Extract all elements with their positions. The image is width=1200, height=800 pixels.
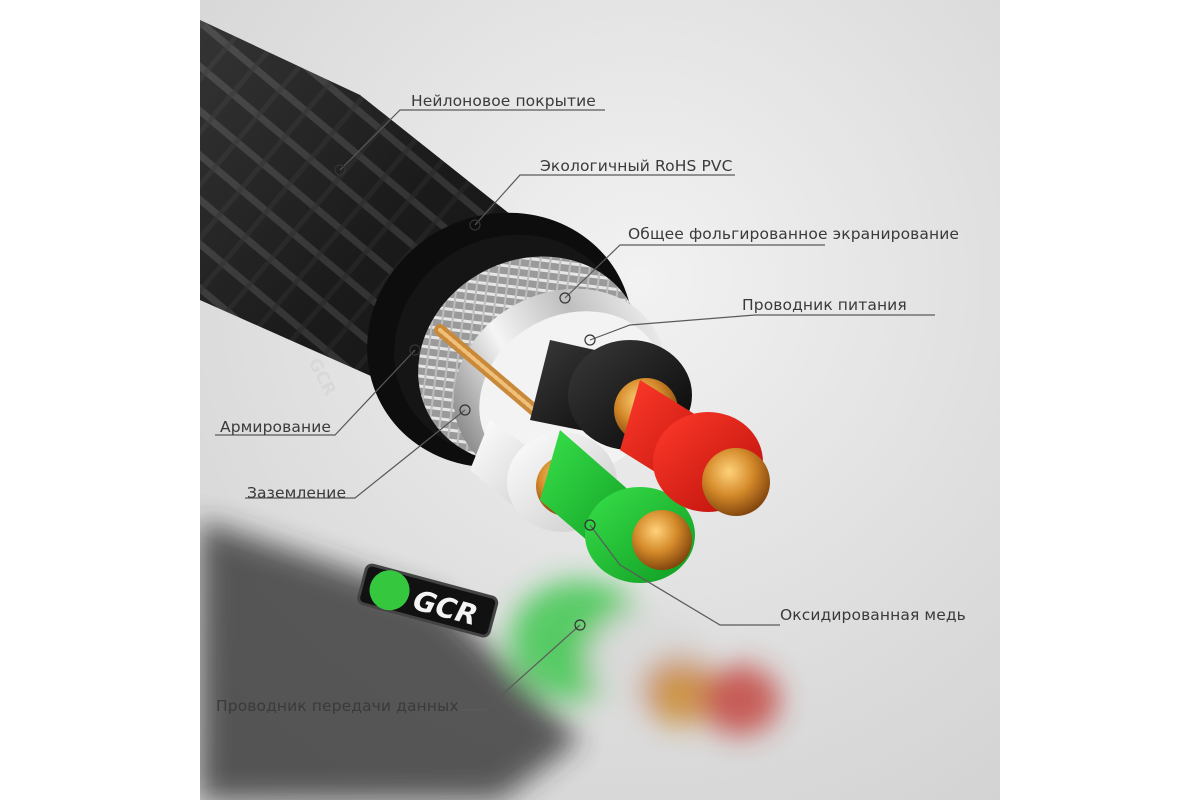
leader-data [455,624,581,711]
label-foil-shielding: Общее фольгированное экранирование [628,225,960,243]
label-grounding: Заземление [247,484,347,502]
diagram-panel: GCR [200,0,1000,800]
leader-lines [215,109,935,711]
leader-dots [334,164,596,631]
label-reinforcement: Армирование [220,418,332,436]
leader-ground [245,409,466,499]
red-conductor [620,380,770,516]
ground-wire [434,324,546,421]
leader-power [589,314,935,341]
label-rohs-pvc: Экологичный RoHS PVC [540,157,733,175]
cable-reflection [200,520,780,800]
leader-foil [564,244,825,299]
leader-nylon [339,109,605,171]
leader-braid [215,349,416,436]
label-nylon-coating: Нейлоновое покрытие [411,92,596,110]
leader-copper [589,524,780,626]
cable-illustration: GCR [200,0,1000,800]
label-power-conductor: Проводник питания [742,296,907,314]
gcr-logo: GCR [357,563,499,638]
green-conductor [540,430,695,583]
label-oxidized-copper: Оксидированная медь [780,606,966,624]
label-data-conductor: Проводник передачи данных [216,697,459,715]
leader-pvc [474,174,735,226]
